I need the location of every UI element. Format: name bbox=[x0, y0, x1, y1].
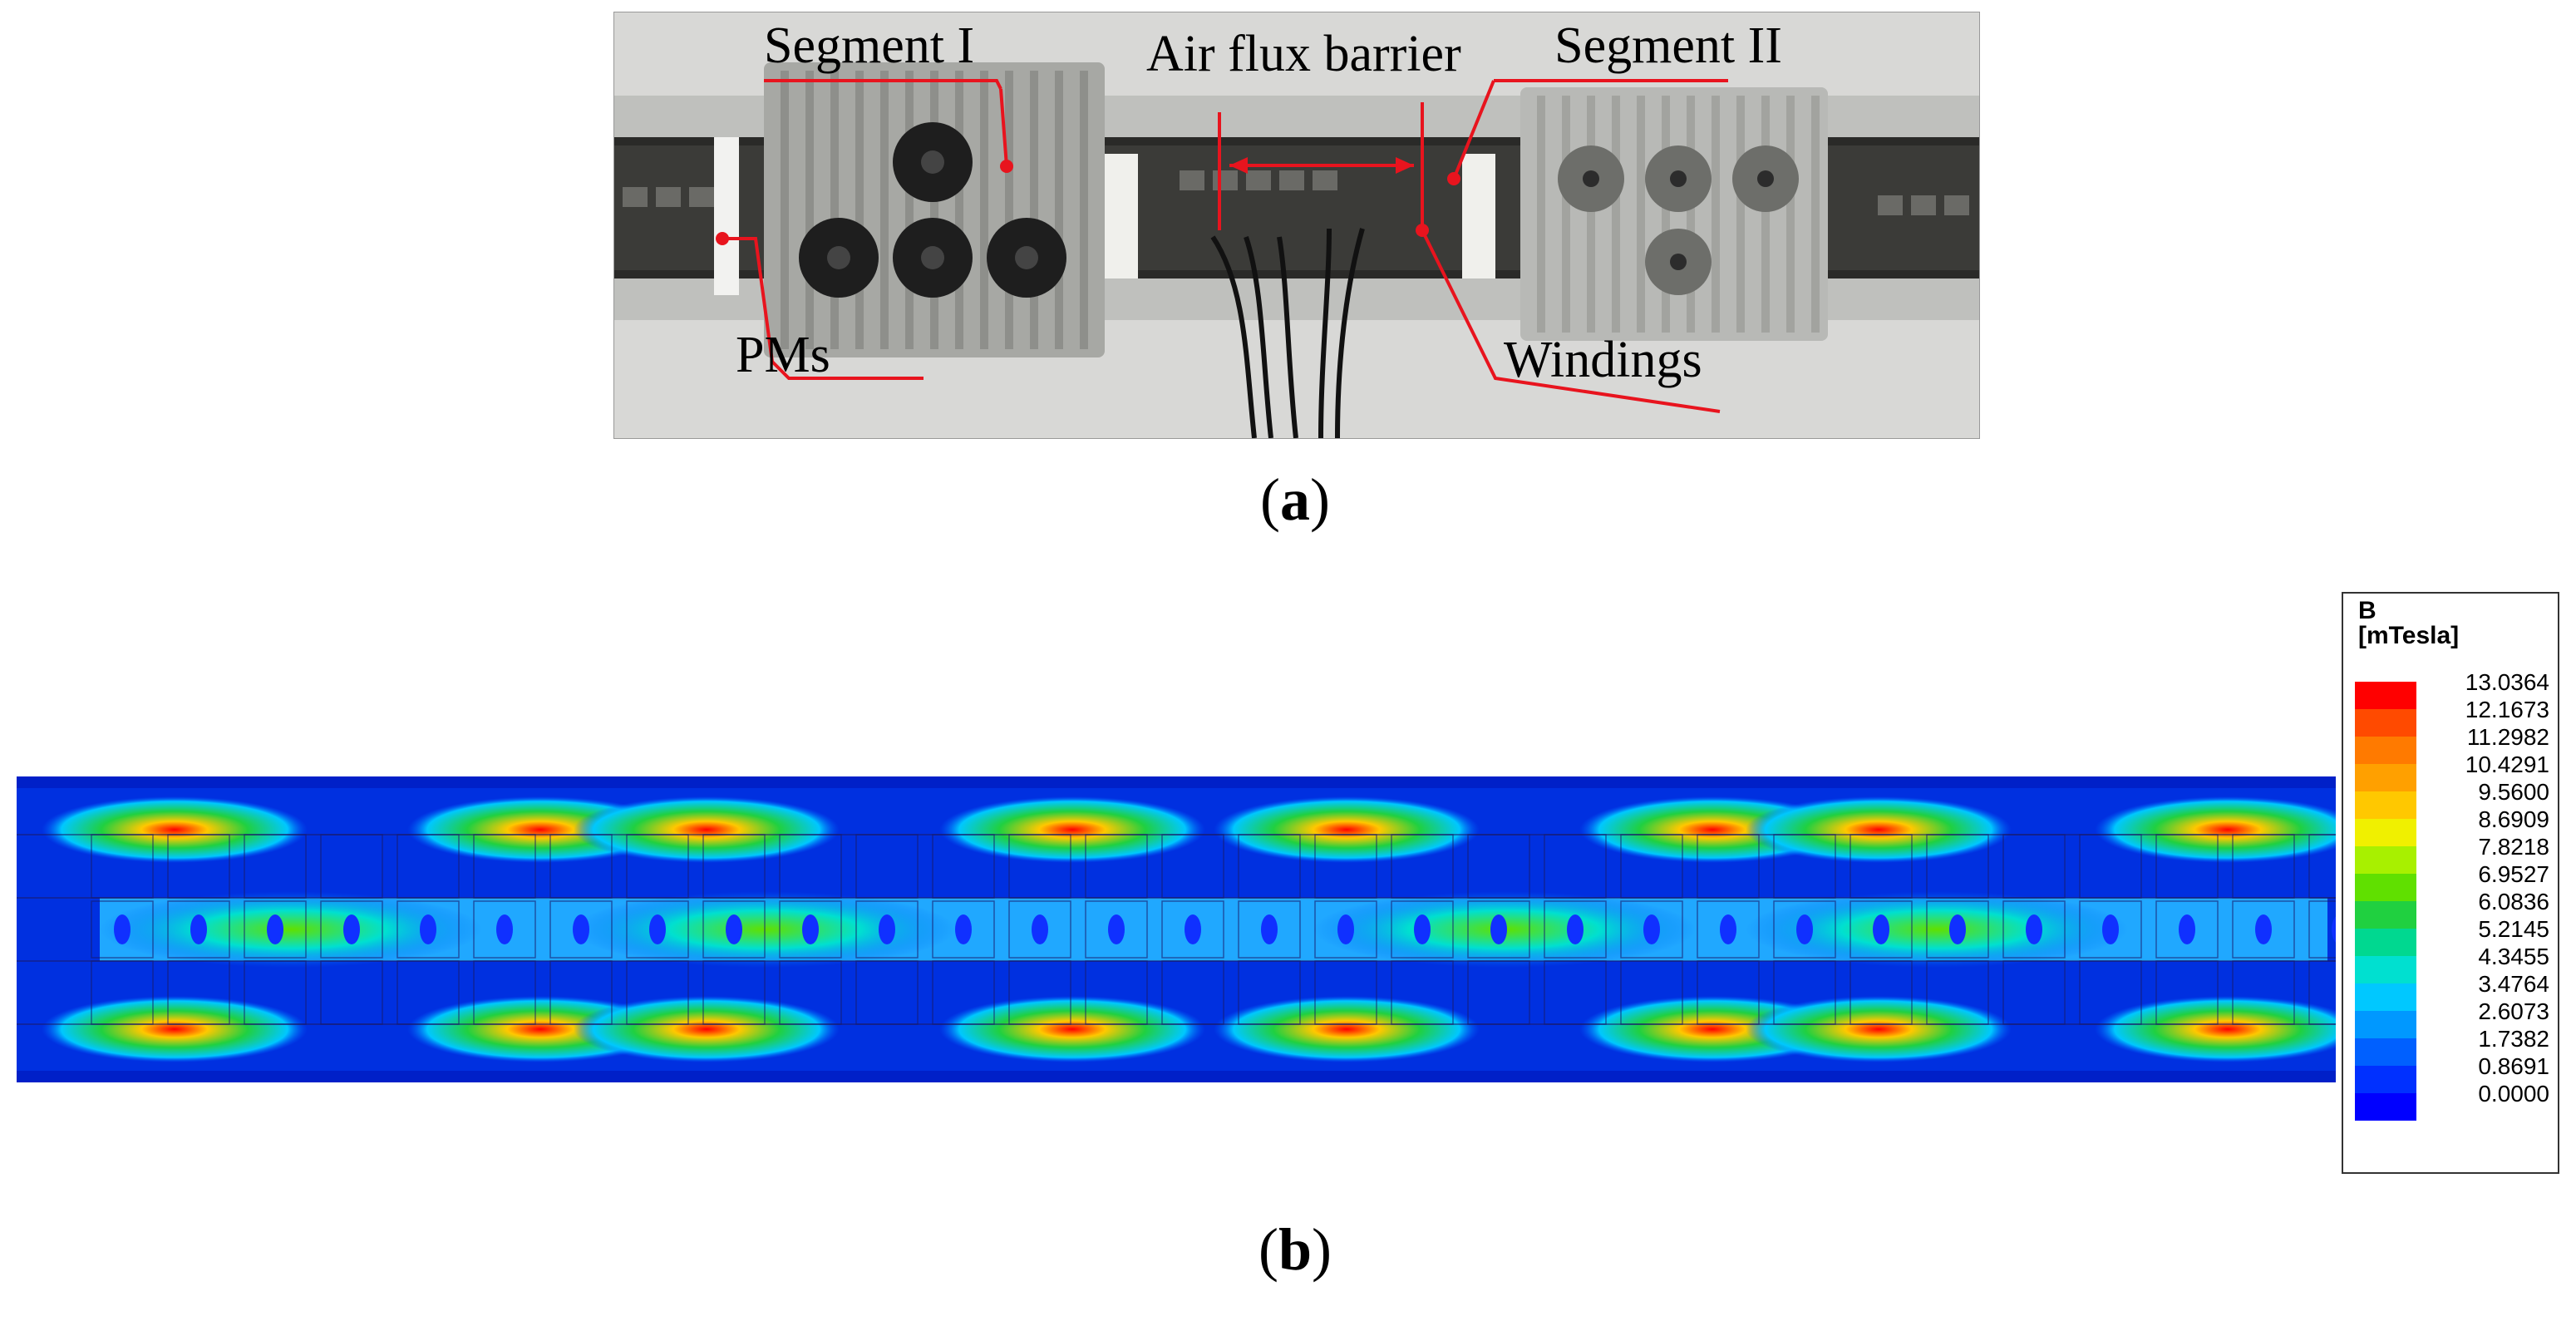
legend-swatches bbox=[2355, 682, 2416, 1121]
legend-swatch bbox=[2355, 1093, 2416, 1121]
flux-density-plot bbox=[17, 776, 2372, 1082]
legend-swatch bbox=[2355, 1011, 2416, 1038]
legend-swatch bbox=[2355, 929, 2416, 956]
caption-a: (a) bbox=[1260, 466, 1330, 533]
legend-level-label: 0.8691 bbox=[2478, 1053, 2549, 1079]
legend-swatch bbox=[2355, 956, 2416, 983]
legend-level-label: 2.6073 bbox=[2478, 998, 2549, 1024]
legend-swatch bbox=[2355, 1066, 2416, 1093]
segment-2-plate bbox=[1520, 87, 1828, 341]
legend-swatch bbox=[2355, 682, 2416, 709]
legend-level-label: 12.1673 bbox=[2465, 697, 2549, 722]
legend-swatch bbox=[2355, 709, 2416, 737]
segment-1-plate bbox=[764, 62, 1105, 357]
legend-swatch bbox=[2355, 737, 2416, 764]
legend-level-label: 4.3455 bbox=[2478, 944, 2549, 969]
legend-swatch bbox=[2355, 901, 2416, 929]
legend-level-label: 8.6909 bbox=[2478, 806, 2549, 832]
legend-level-label: 1.7382 bbox=[2478, 1026, 2549, 1052]
label-air-flux-barrier: Air flux barrier bbox=[1146, 26, 1461, 82]
legend-level-label: 13.0364 bbox=[2465, 669, 2549, 695]
legend-swatch bbox=[2355, 764, 2416, 791]
legend-level-label: 3.4764 bbox=[2478, 971, 2549, 997]
legend-level-label: 0.0000 bbox=[2478, 1081, 2549, 1107]
legend-level-label: 9.5600 bbox=[2478, 779, 2549, 805]
label-pms: PMs bbox=[736, 327, 830, 383]
legend-swatch bbox=[2355, 874, 2416, 901]
legend-level-label: 6.0836 bbox=[2478, 889, 2549, 914]
legend-level-label: 10.4291 bbox=[2465, 752, 2549, 777]
legend-swatch bbox=[2355, 819, 2416, 846]
prototype-photo: Segment I Air flux barrier Segment II PM… bbox=[613, 12, 1980, 439]
legend-title: B [mTesla] bbox=[2358, 597, 2460, 649]
legend-level-label: 11.2982 bbox=[2466, 724, 2549, 750]
legend-level-label: 5.2145 bbox=[2478, 916, 2549, 942]
caption-b: (b) bbox=[1258, 1216, 1332, 1283]
legend-swatch bbox=[2355, 791, 2416, 819]
label-segment-2: Segment II bbox=[1554, 17, 1782, 74]
label-windings: Windings bbox=[1504, 332, 1702, 388]
legend-level-label: 6.9527 bbox=[2478, 861, 2549, 887]
legend-swatch bbox=[2355, 1038, 2416, 1066]
label-segment-1: Segment I bbox=[764, 17, 974, 74]
legend-swatch bbox=[2355, 983, 2416, 1011]
legend-swatch bbox=[2355, 846, 2416, 874]
legend-level-label: 7.8218 bbox=[2478, 834, 2549, 860]
